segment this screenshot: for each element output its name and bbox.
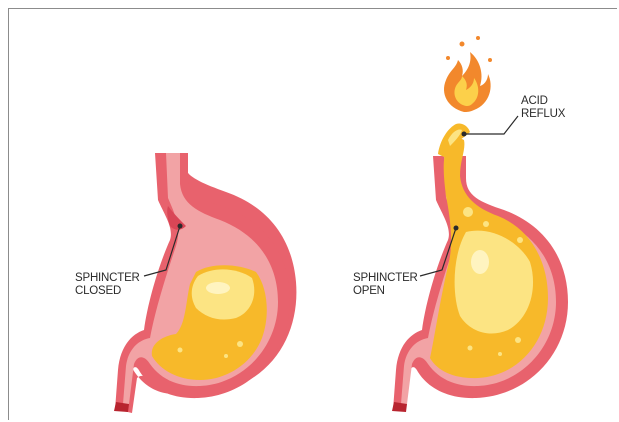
stomach-closed-acid-light	[192, 269, 255, 319]
acid-bubble	[224, 354, 228, 358]
leader-dot-closed	[178, 224, 183, 229]
acid-bubble	[515, 337, 521, 343]
acid-bubble	[483, 221, 489, 227]
label-acid-reflux-line1: ACID	[521, 95, 565, 108]
label-acid-reflux-line2: REFLUX	[521, 108, 565, 121]
spark	[446, 56, 450, 60]
spark	[488, 58, 492, 62]
spark	[476, 36, 480, 40]
acid-bubble	[468, 346, 473, 351]
spark	[460, 42, 465, 47]
label-sphincter-closed: SPHINCTER CLOSED	[75, 272, 140, 298]
label-sphincter-closed-line1: SPHINCTER	[75, 272, 140, 285]
label-sphincter-open-line1: SPHINCTER	[353, 272, 418, 285]
leader-line-reflux	[464, 116, 518, 134]
acid-bubble	[498, 352, 502, 356]
leader-dot-open	[454, 226, 459, 231]
flame-icon	[444, 36, 492, 112]
acid-bubble	[463, 207, 473, 217]
label-acid-reflux: ACID REFLUX	[521, 95, 565, 121]
stomach-closed-acid-highlight	[206, 282, 230, 294]
label-sphincter-open-line2: OPEN	[353, 285, 418, 298]
acid-droplet	[441, 145, 447, 151]
stomach-open-icon	[392, 123, 568, 412]
acid-bubble	[517, 237, 523, 243]
acid-bubble	[237, 341, 243, 347]
stomach-closed-icon	[114, 153, 296, 413]
stomach-open-acid-highlight	[471, 250, 489, 274]
leader-dot-reflux	[462, 132, 467, 137]
label-sphincter-open: SPHINCTER OPEN	[353, 272, 418, 298]
acid-bubble	[178, 348, 183, 353]
label-sphincter-closed-line2: CLOSED	[75, 285, 140, 298]
